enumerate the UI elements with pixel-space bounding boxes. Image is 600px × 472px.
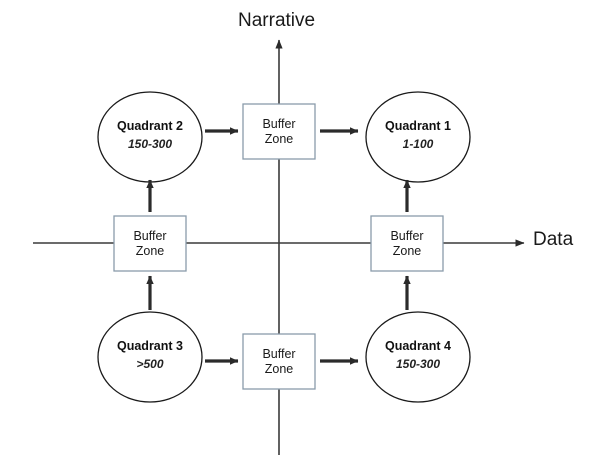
axis-label-data: Data	[533, 229, 574, 250]
buffer-bottom-box[interactable]	[242, 333, 316, 390]
axis-label-narrative: Narrative	[238, 10, 316, 31]
quadrant-4-ellipse[interactable]	[365, 311, 471, 403]
buffer-top-box[interactable]	[242, 103, 316, 160]
quadrant-3-ellipse[interactable]	[97, 311, 203, 403]
connector-arrows	[146, 127, 411, 365]
quadrant-shapes	[97, 91, 471, 403]
buffer-right-box[interactable]	[370, 215, 444, 272]
buffer-left-box[interactable]	[113, 215, 187, 272]
buffer-zone-shapes	[113, 103, 444, 390]
quadrant-2-ellipse[interactable]	[97, 91, 203, 183]
quadrant-1-ellipse[interactable]	[365, 91, 471, 183]
